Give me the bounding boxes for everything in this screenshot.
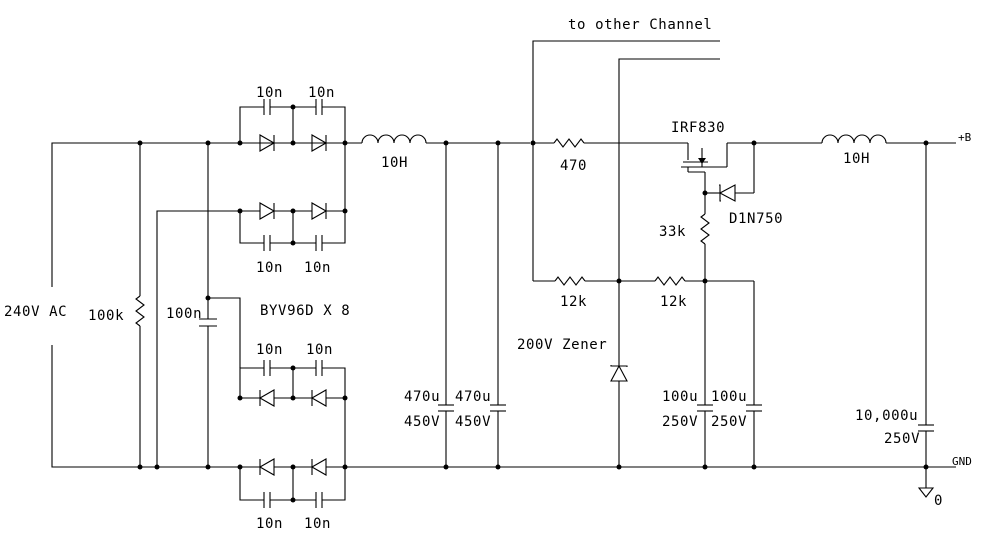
snubber-cap-label-8: 10n <box>304 516 331 532</box>
mosfet-label: IRF830 <box>671 120 725 136</box>
cap-250v-label-1: 250V <box>662 414 698 430</box>
snubber-cap-label-7: 10n <box>256 516 283 532</box>
resistor-33k-label: 33k <box>659 224 686 240</box>
gate-resistor-label: 470 <box>560 158 587 174</box>
ground-symbol <box>917 487 935 498</box>
output-cap-value-label: 10,000u <box>855 408 918 424</box>
choke-2 <box>821 134 956 144</box>
mosfet-irf830 <box>681 142 822 212</box>
output-capacitor <box>918 143 934 488</box>
diode-type-label: BYV96D X 8 <box>260 303 350 319</box>
cap-470u-label-1: 470u <box>404 389 440 405</box>
reservoir-capacitors <box>438 143 506 467</box>
resistor-12k-right <box>654 276 754 286</box>
diode-stack-top <box>239 99 346 152</box>
zener-d1n750-label: D1N750 <box>729 211 783 227</box>
diode-stack-third <box>239 360 346 467</box>
snubber-cap-label-1: 10n <box>256 85 283 101</box>
choke-1 <box>345 134 530 144</box>
gnd-terminal-label: GND <box>952 455 972 468</box>
choke-2-label: 10H <box>843 151 870 167</box>
plus-b-terminal-label: +B <box>958 131 972 144</box>
snubber-cap-label-3: 10n <box>256 260 283 276</box>
snubber-cap-label-6: 10n <box>306 342 333 358</box>
resistor-12k-right-label: 12k <box>660 294 687 310</box>
output-cap-voltage-label: 250V <box>884 431 920 447</box>
choke-1-label: 10H <box>381 155 408 171</box>
cap-250v-label-2: 250V <box>711 414 747 430</box>
cap-450v-label-1: 450V <box>404 414 440 430</box>
cap-100u-label-1: 100u <box>662 389 698 405</box>
other-channel-label: to other Channel <box>568 17 712 33</box>
snubber-cap-label-5: 10n <box>256 342 283 358</box>
cap-450v-label-2: 450V <box>455 414 491 430</box>
zener-d1n750 <box>705 143 755 202</box>
zener-200v <box>610 281 628 467</box>
gate-resistor <box>533 138 688 148</box>
ac-source-label: 240V AC <box>4 304 67 320</box>
input-capacitor <box>199 143 241 467</box>
ground-node-label: 0 <box>934 493 943 509</box>
other-channel-wires <box>532 40 720 281</box>
snubber-cap-label-2: 10n <box>308 85 335 101</box>
diode-stack-second <box>239 143 346 251</box>
resistor-12k-left <box>533 276 655 286</box>
snubber-cap-label-4: 10n <box>304 260 331 276</box>
zener-200v-label: 200V Zener <box>517 337 607 353</box>
input-capacitor-label: 100n <box>166 306 202 322</box>
resistor-12k-left-label: 12k <box>560 294 587 310</box>
bleeder-resistor <box>135 143 145 467</box>
cap-470u-label-2: 470u <box>455 389 491 405</box>
ac-feed-wire <box>156 210 240 467</box>
resistor-33k <box>700 212 710 281</box>
cap-100u-label-2: 100u <box>711 389 747 405</box>
bleeder-resistor-label: 100k <box>88 308 124 324</box>
filter-capacitors <box>697 281 762 467</box>
junction-dots <box>137 104 929 503</box>
